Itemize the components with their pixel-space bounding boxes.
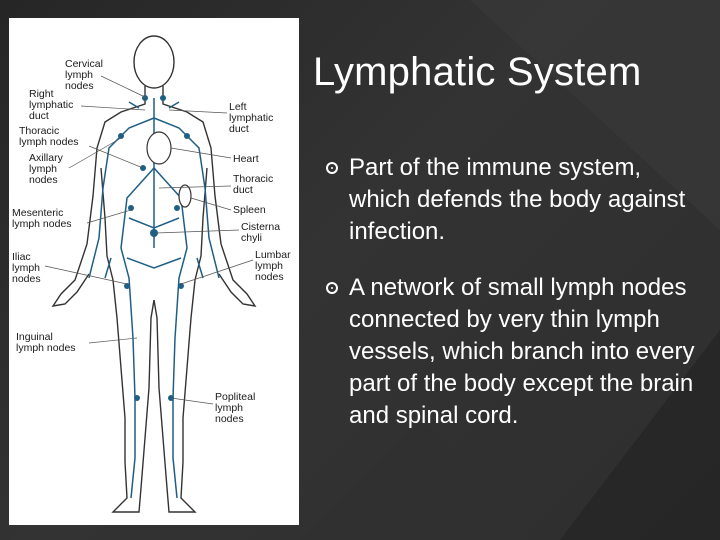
svg-text:Heart: Heart bbox=[233, 153, 259, 165]
label-right-duct-2: lymphatic bbox=[29, 99, 73, 111]
label-heart: Heart bbox=[233, 153, 259, 165]
label-popliteal-3: nodes bbox=[215, 413, 244, 425]
label-left-duct-1: Left bbox=[229, 101, 247, 113]
label-popliteal-2: lymph bbox=[215, 402, 243, 414]
slide-title: Lymphatic System bbox=[313, 50, 642, 94]
bullet-list: Part of the immune system, which defends… bbox=[326, 152, 706, 456]
spleen-shape bbox=[178, 184, 192, 208]
label-inguinal-1: Inguinal bbox=[16, 331, 53, 343]
label-spleen: Spleen bbox=[233, 204, 266, 216]
label-lumbar-1: Lumbar bbox=[255, 249, 291, 261]
label-thoracic-nodes-1: Thoracic bbox=[19, 125, 59, 137]
label-axillary-2: lymph bbox=[29, 163, 57, 175]
bullet-text: A network of small lymph nodes connected… bbox=[349, 274, 695, 429]
label-thoracic-nodes-2: lymph nodes bbox=[19, 136, 79, 148]
label-mesenteric-2: lymph nodes bbox=[12, 218, 72, 230]
bullet-text: Part of the immune system, which defends… bbox=[349, 154, 686, 245]
label-cervical-2: lymph bbox=[65, 69, 93, 81]
circle-bullet-icon bbox=[326, 282, 338, 294]
bullet-item: Part of the immune system, which defends… bbox=[326, 152, 706, 248]
label-thoracic-duct-1: Thoracic bbox=[233, 173, 273, 185]
heart-shape bbox=[146, 131, 172, 165]
label-right-duct-1: Right bbox=[29, 88, 54, 100]
label-inguinal-2: lymph nodes bbox=[16, 342, 76, 354]
label-iliac-1: Iliac bbox=[12, 251, 31, 263]
label-cisterna-2: chyli bbox=[241, 232, 262, 244]
lymph-nodes bbox=[118, 95, 190, 401]
label-thoracic-duct-2: duct bbox=[233, 184, 253, 196]
label-left-duct-3: duct bbox=[229, 123, 249, 135]
body-outline bbox=[51, 35, 257, 513]
label-left-duct-2: lymphatic bbox=[229, 112, 273, 124]
label-cervical-1: Cervical bbox=[65, 58, 103, 70]
label-lumbar-2: lymph bbox=[255, 260, 283, 272]
label-popliteal-1: Popliteal bbox=[215, 391, 255, 403]
label-cervical-3: nodes bbox=[65, 80, 94, 92]
bullet-item: A network of small lymph nodes connected… bbox=[326, 272, 706, 432]
circle-bullet-icon bbox=[326, 162, 338, 174]
label-cisterna-1: Cisterna bbox=[241, 221, 280, 233]
svg-text:Spleen: Spleen bbox=[233, 204, 266, 216]
label-mesenteric-1: Mesenteric bbox=[12, 207, 63, 219]
label-axillary-1: Axillary bbox=[29, 152, 64, 164]
label-axillary-3: nodes bbox=[29, 174, 58, 186]
leader-lines bbox=[44, 75, 254, 405]
label-right-duct-3: duct bbox=[29, 110, 49, 122]
label-lumbar-3: nodes bbox=[255, 271, 284, 283]
label-iliac-2: lymph bbox=[12, 262, 40, 274]
label-iliac-3: nodes bbox=[12, 273, 41, 285]
